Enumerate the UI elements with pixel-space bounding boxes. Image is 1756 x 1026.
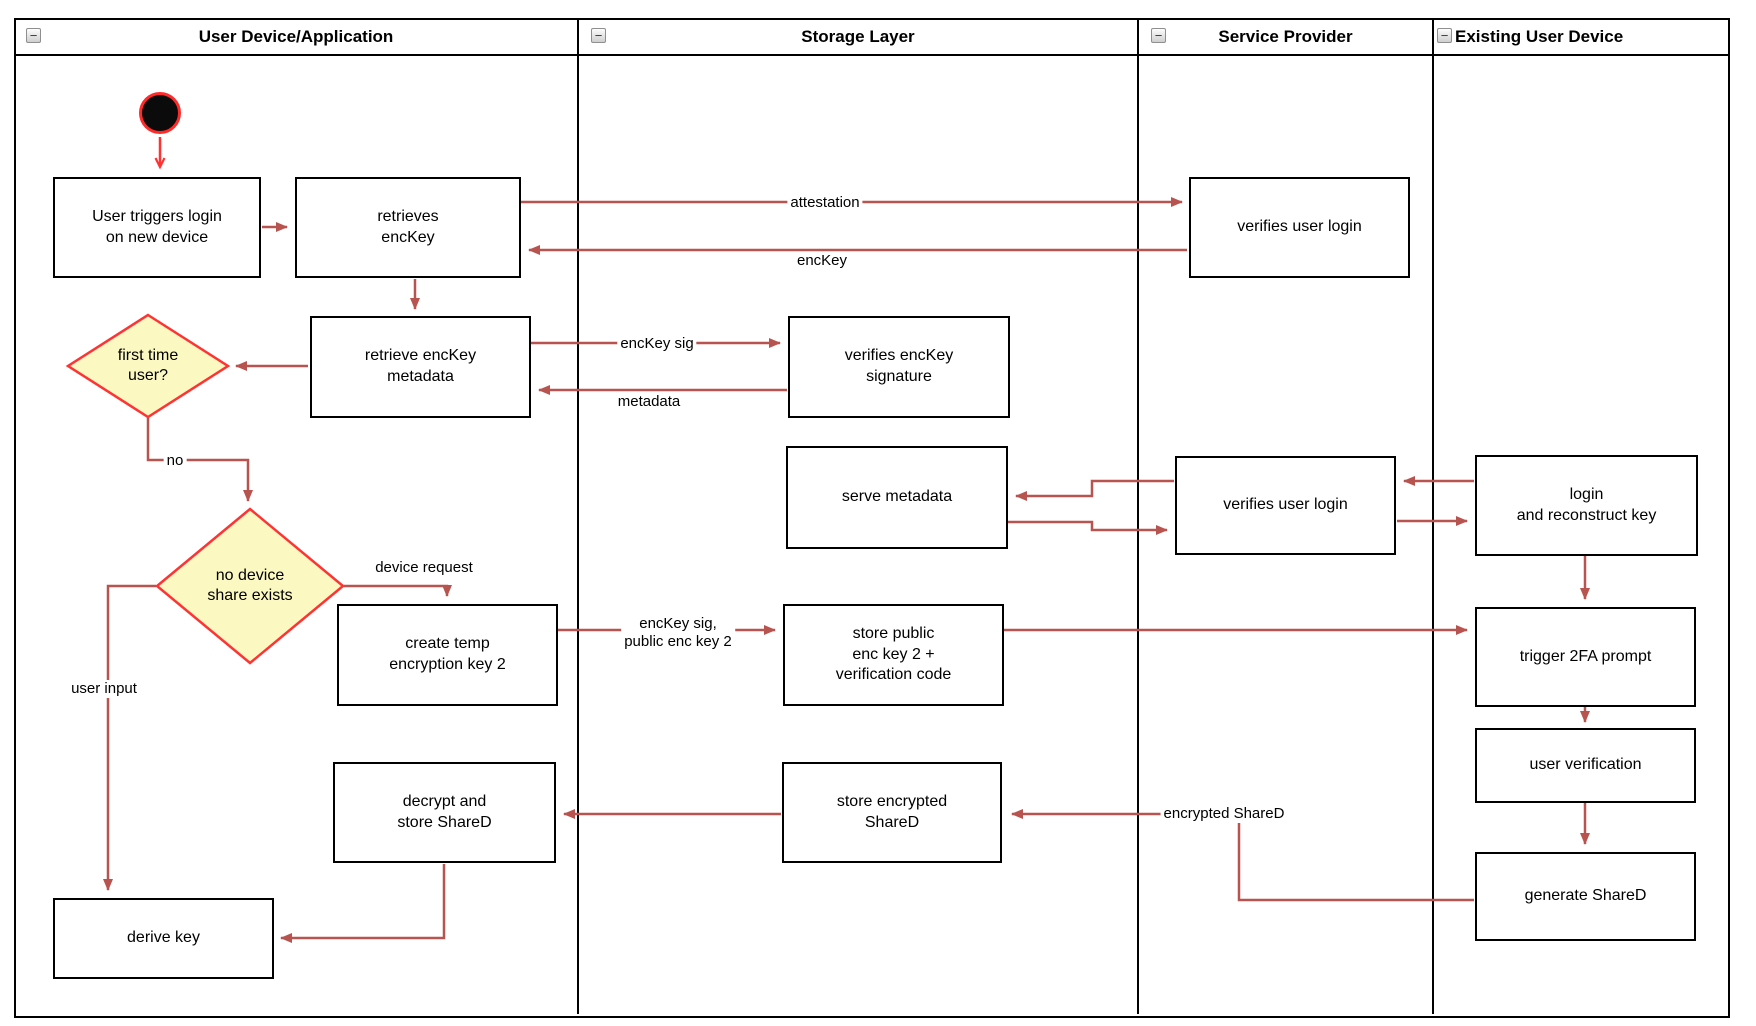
- edge-label-enckey-sig[interactable]: encKey sig: [617, 335, 697, 353]
- activity-retrieves-enckey[interactable]: retrieves encKey: [295, 177, 521, 278]
- activity-decrypt-store-shared[interactable]: decrypt and store ShareD: [333, 762, 556, 863]
- initial-node[interactable]: [139, 92, 181, 134]
- activity-generate-shared[interactable]: generate ShareD: [1475, 852, 1696, 941]
- decision-first-time-user[interactable]: [65, 313, 231, 419]
- activity-store-public-enc-key2[interactable]: store public enc key 2 + verification co…: [783, 604, 1004, 706]
- pool-header-divider: [14, 54, 1730, 56]
- collapse-icon-lane-service-provider[interactable]: −: [1151, 28, 1166, 43]
- activity-create-temp-encryption-key2[interactable]: create temp encryption key 2: [337, 604, 558, 706]
- edge-decrypt-to-derive-key[interactable]: [280, 864, 446, 943]
- pool-border: [14, 18, 1730, 1018]
- lane-divider-1: [577, 18, 579, 1014]
- activity-verifies-user-login-mid[interactable]: verifies user login: [1175, 456, 1396, 555]
- collapse-icon-lane-storage[interactable]: −: [591, 28, 606, 43]
- activity-login-and-reconstruct-key[interactable]: login and reconstruct key: [1475, 455, 1698, 556]
- activity-derive-key[interactable]: derive key: [53, 898, 274, 979]
- lane-header-service-provider[interactable]: Service Provider: [1218, 27, 1353, 46]
- edge-verifies-to-serve-metadata[interactable]: [1015, 479, 1174, 501]
- edge-user-input[interactable]: [103, 584, 156, 891]
- activity-trigger-2fa-prompt[interactable]: trigger 2FA prompt: [1475, 607, 1696, 707]
- edge-label-user-input[interactable]: user input: [68, 680, 140, 698]
- edge-label-encrypted-shared[interactable]: encrypted ShareD: [1160, 805, 1288, 823]
- decision-label-no-device-share: no device share exists: [207, 567, 293, 604]
- edge-label-enckey-sig-public-key2[interactable]: encKey sig, public enc key 2: [621, 615, 735, 651]
- activity-retrieve-enckey-metadata[interactable]: retrieve encKey metadata: [310, 316, 531, 418]
- edge-device-request[interactable]: [344, 584, 452, 597]
- decision-label-first-time-user: first time user?: [117, 347, 179, 384]
- activity-verifies-user-login-top[interactable]: verifies user login: [1189, 177, 1410, 278]
- activity-store-encrypted-shared[interactable]: store encrypted ShareD: [782, 762, 1002, 863]
- edge-label-attestation[interactable]: attestation: [787, 194, 863, 212]
- edge-label-metadata[interactable]: metadata: [617, 393, 681, 410]
- activity-user-triggers-login[interactable]: User triggers login on new device: [53, 177, 261, 278]
- edge-serve-metadata-to-verifies[interactable]: [1008, 520, 1168, 535]
- lane-divider-2: [1137, 18, 1139, 1014]
- edge-no-branch[interactable]: [146, 418, 253, 502]
- edge-label-device-request[interactable]: device request: [375, 559, 473, 576]
- activity-user-verification[interactable]: user verification: [1475, 728, 1696, 803]
- lane-header-user-device[interactable]: User Device/Application: [198, 27, 394, 46]
- edge-label-enckey[interactable]: encKey: [796, 252, 848, 269]
- edge-label-no[interactable]: no: [163, 452, 187, 470]
- activity-serve-metadata[interactable]: serve metadata: [786, 446, 1008, 549]
- decision-no-device-share-exists[interactable]: [155, 507, 345, 665]
- lane-header-existing-user-device[interactable]: Existing User Device: [1455, 27, 1624, 46]
- edge-encrypted-shared[interactable]: [1011, 809, 1474, 902]
- lane-divider-3: [1432, 18, 1434, 1014]
- collapse-icon-lane-existing-device[interactable]: −: [1437, 28, 1452, 43]
- lane-header-storage-layer[interactable]: Storage Layer: [801, 27, 915, 46]
- activity-verifies-enckey-signature[interactable]: verifies encKey signature: [788, 316, 1010, 418]
- collapse-icon-lane-user-device[interactable]: −: [26, 28, 41, 43]
